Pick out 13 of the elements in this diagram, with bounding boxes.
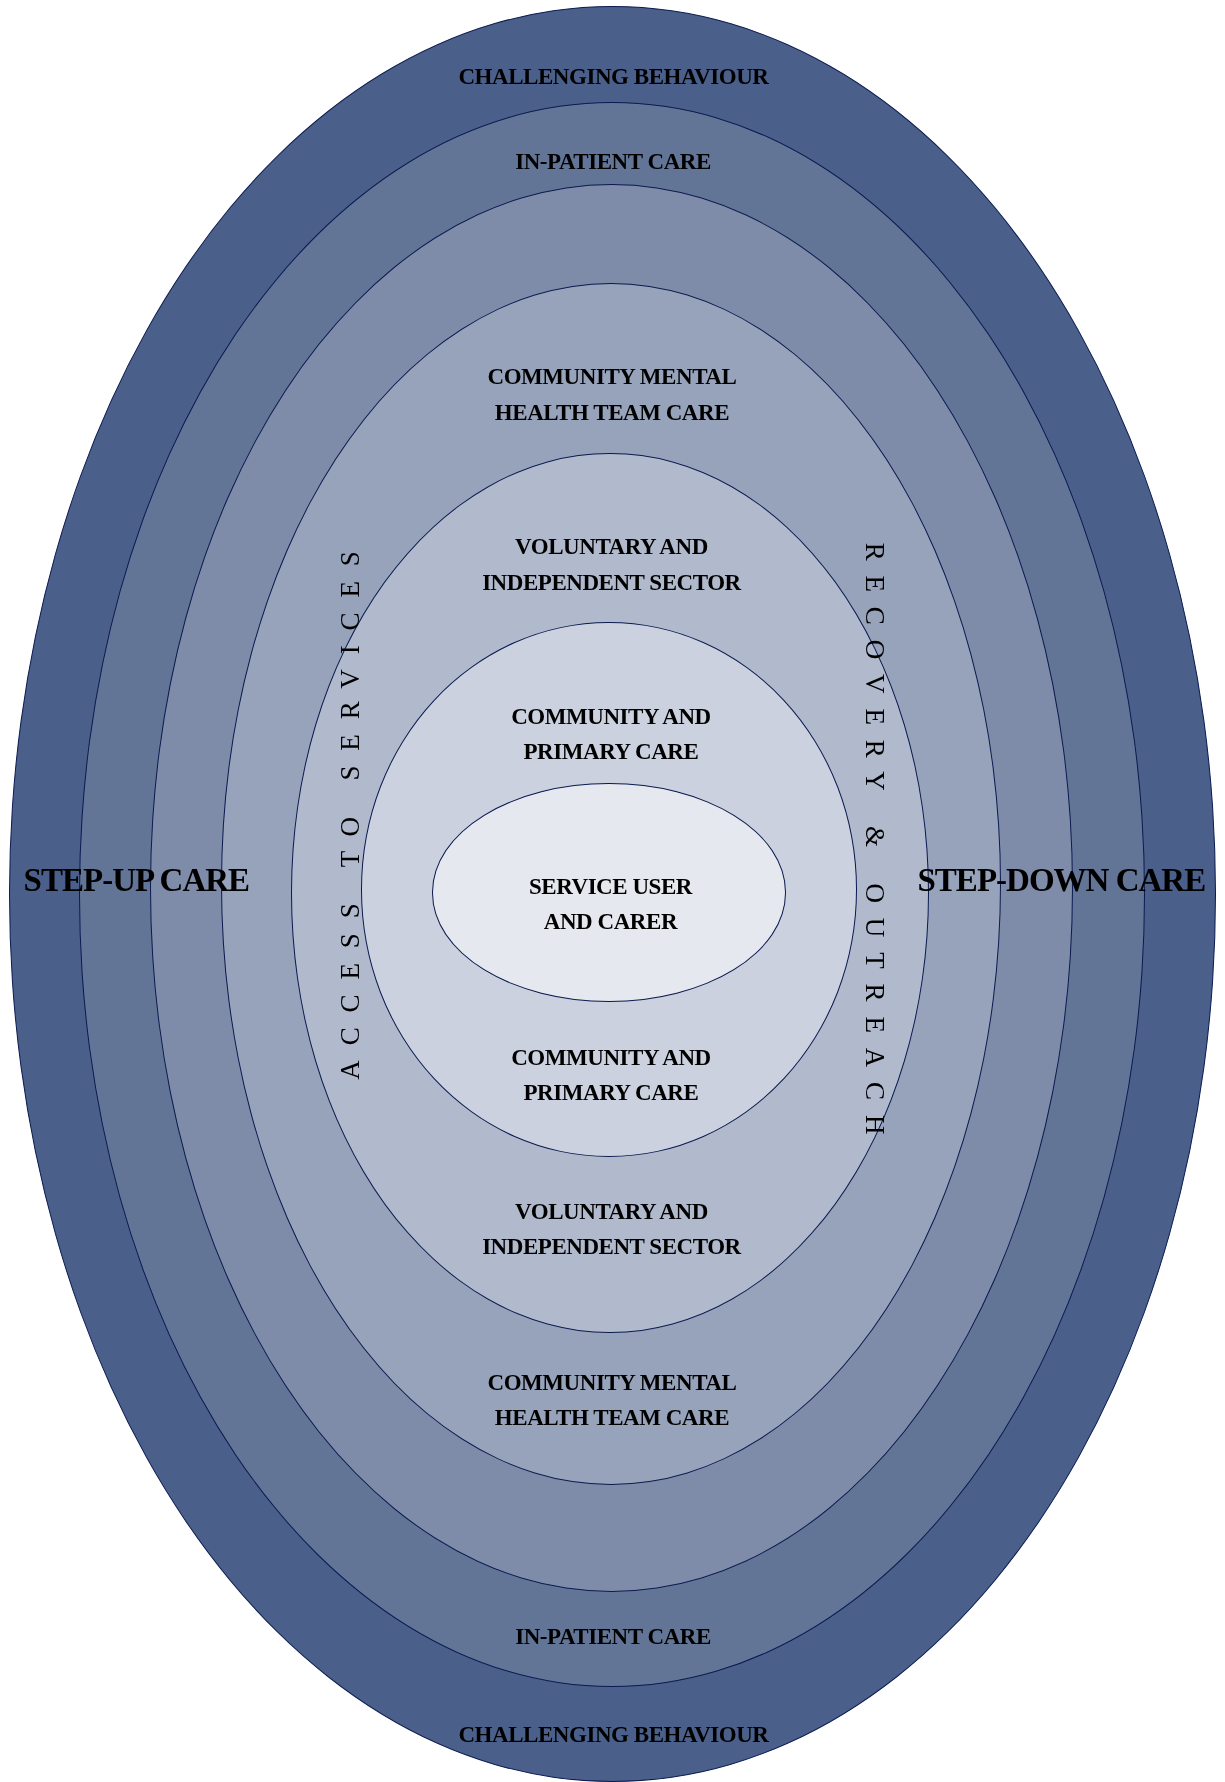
band-label: CHALLENGING BEHAVIOUR [457,1721,770,1750]
band-label: VOLUNTARY AND INDEPENDENT SECTOR [481,1198,743,1262]
band-label: COMMUNITY AND PRIMARY CARE [510,703,712,767]
band-label: IN-PATIENT CARE [514,1623,712,1651]
vertical-band-label: ACCESS TO SERVICES [334,535,367,1082]
band-label: COMMUNITY MENTAL HEALTH TEAM CARE [486,363,738,427]
vertical-band-label: RECOVERY & OUTREACH [858,541,891,1151]
band-label: SERVICE USER AND CARER [527,873,694,937]
band-label: VOLUNTARY AND INDEPENDENT SECTOR [481,533,743,597]
band-label: CHALLENGING BEHAVIOUR [457,63,770,92]
band-label: COMMUNITY AND PRIMARY CARE [510,1044,712,1108]
band-label: COMMUNITY MENTAL HEALTH TEAM CARE [486,1368,738,1433]
band-label: IN-PATIENT CARE [514,148,712,176]
